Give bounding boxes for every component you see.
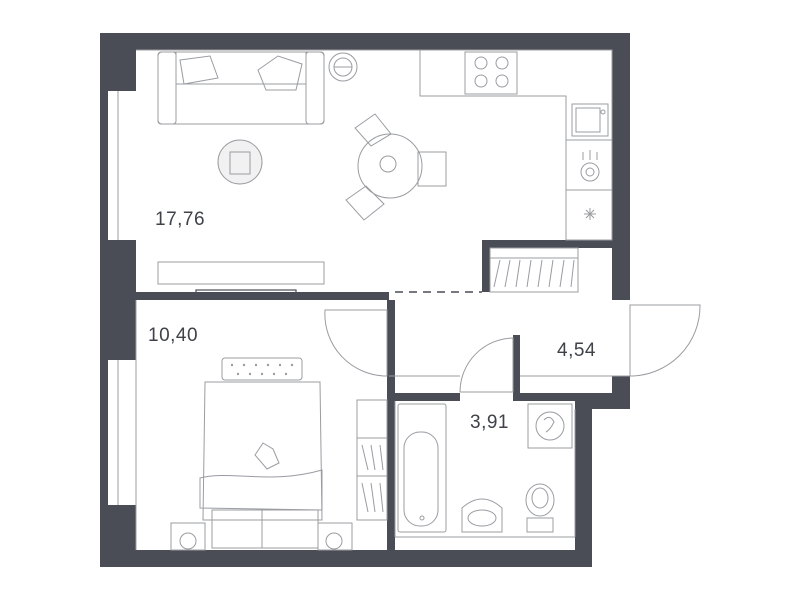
entrance-door xyxy=(324,304,701,377)
area-label-bathroom: 3,91 xyxy=(470,412,509,433)
area-label-hall: 4,54 xyxy=(557,340,596,361)
socket-icon xyxy=(584,208,596,220)
dining-table xyxy=(345,113,447,221)
bathtub xyxy=(397,403,447,533)
tv-stand xyxy=(157,261,325,294)
sink-icon xyxy=(571,103,609,137)
bed xyxy=(199,357,323,549)
steering-wheel-icon xyxy=(328,52,358,82)
wardrobe xyxy=(489,247,579,293)
cooktop-icon xyxy=(464,51,518,95)
washing-machine-icon xyxy=(527,403,573,449)
area-label-living: 17,76 xyxy=(155,209,205,230)
walls xyxy=(100,33,630,567)
bedroom-wardrobe xyxy=(356,399,388,521)
area-label-bedroom: 10,40 xyxy=(148,325,198,346)
coffee-table xyxy=(217,139,263,185)
extractor-icon xyxy=(580,150,600,182)
nightstand-left xyxy=(170,522,206,551)
washbasin-icon xyxy=(461,498,503,533)
sofa xyxy=(157,51,325,125)
nightstand-right xyxy=(317,522,353,551)
bathroom-door xyxy=(459,337,514,393)
toilet-icon xyxy=(525,483,555,533)
